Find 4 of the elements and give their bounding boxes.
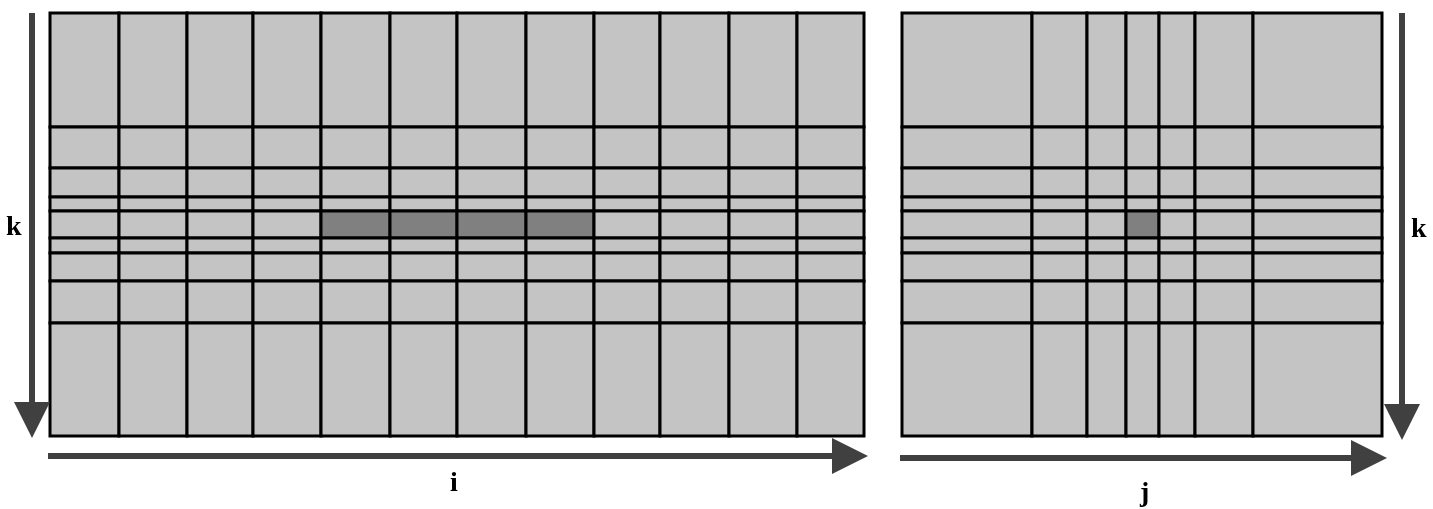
axis-label: j (1140, 478, 1150, 506)
axis-label: k (1411, 214, 1427, 242)
axis-label: k (6, 212, 22, 240)
axis-label: i (450, 468, 458, 496)
